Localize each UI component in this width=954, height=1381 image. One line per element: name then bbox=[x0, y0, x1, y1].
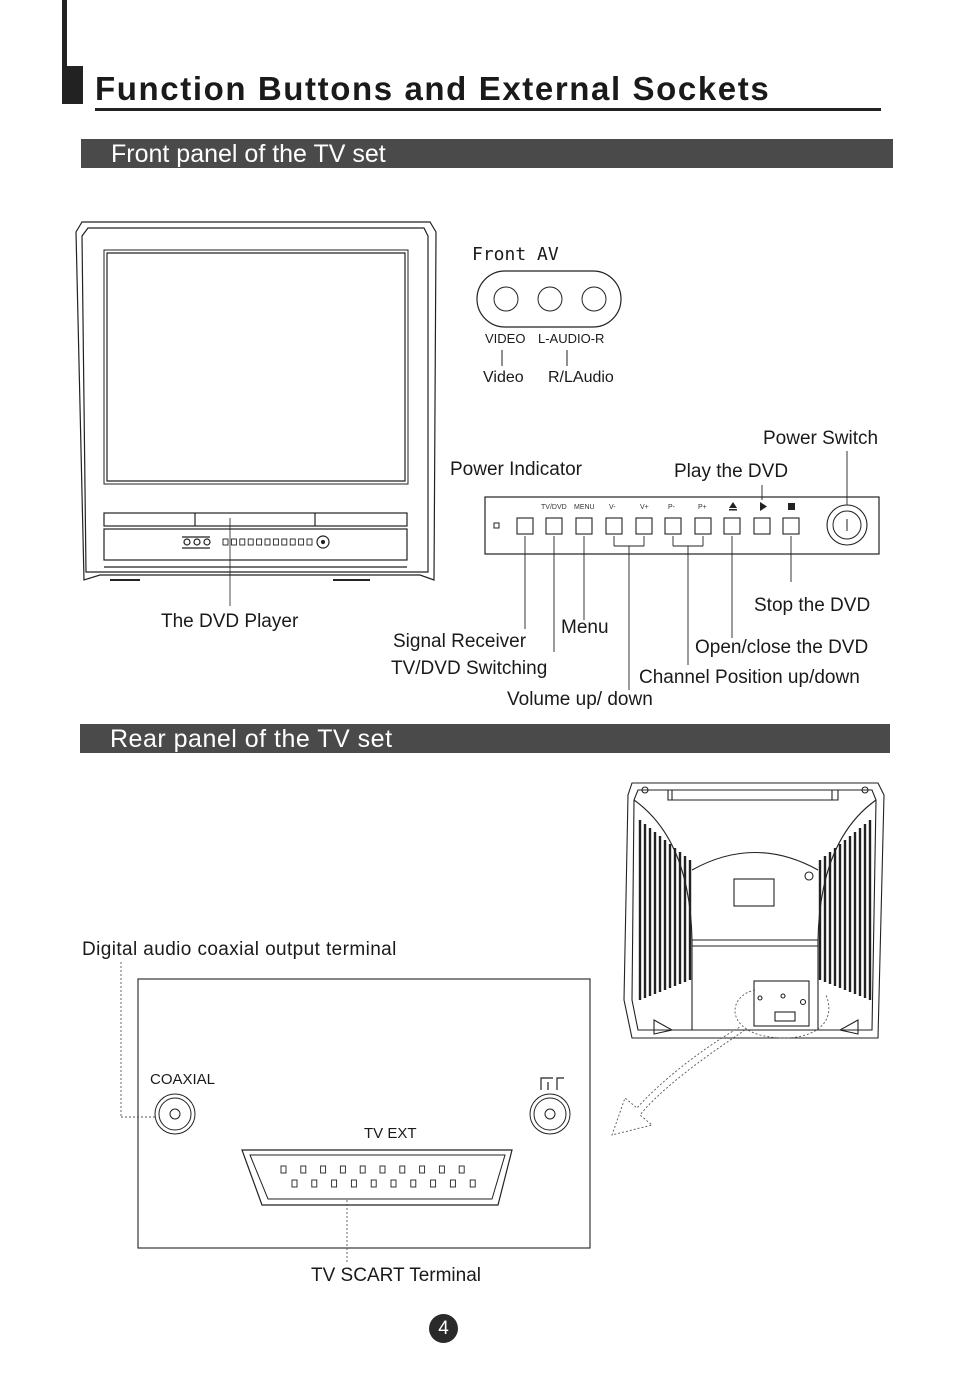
jack-label-audio: L-AUDIO-R bbox=[538, 331, 605, 346]
panel-button bbox=[782, 517, 800, 535]
tv-front-button bbox=[306, 538, 313, 546]
page-number: 4 bbox=[429, 1314, 458, 1343]
callout-open-close: Open/close the DVD bbox=[695, 637, 869, 658]
title-marker-block bbox=[62, 66, 83, 104]
scart-pin bbox=[430, 1179, 437, 1188]
tv-front-button bbox=[230, 538, 237, 546]
callout-digital-audio: Digital audio coaxial output terminal bbox=[82, 939, 397, 960]
scart-pin bbox=[320, 1165, 327, 1174]
panel-button bbox=[575, 517, 593, 535]
jack-label-coaxial: COAXIAL bbox=[150, 1071, 216, 1088]
tv-front-button bbox=[272, 538, 279, 546]
tv-front-button bbox=[239, 538, 246, 546]
scart-pin bbox=[469, 1179, 476, 1188]
scart-pin bbox=[438, 1165, 445, 1174]
tv-front-button bbox=[247, 538, 254, 546]
panel-label-ch-down: P- bbox=[668, 504, 675, 511]
panel-button bbox=[664, 517, 682, 535]
panel-label-menu: MENU bbox=[574, 504, 595, 511]
callout-play-dvd: Play the DVD bbox=[674, 461, 789, 482]
panel-label-ch-up: P+ bbox=[698, 504, 707, 511]
front-av-title: Front AV bbox=[472, 244, 559, 265]
scart-pin bbox=[311, 1179, 318, 1188]
tv-front-button bbox=[289, 538, 296, 546]
scart-pin bbox=[419, 1165, 426, 1174]
tv-front-button bbox=[298, 538, 305, 546]
panel-button bbox=[635, 517, 653, 535]
scart-pin bbox=[370, 1179, 377, 1188]
rear-panel-heading: Rear panel of the TV set bbox=[80, 724, 890, 753]
scart-pin bbox=[359, 1165, 366, 1174]
scart-pin bbox=[339, 1165, 346, 1174]
tv-front-button bbox=[281, 538, 288, 546]
callout-menu: Menu bbox=[561, 617, 609, 638]
tv-front-button bbox=[256, 538, 263, 546]
callout-stop-dvd: Stop the DVD bbox=[754, 595, 871, 616]
callout-tv-dvd-switching: TV/DVD Switching bbox=[391, 658, 548, 679]
scart-pin bbox=[379, 1165, 386, 1174]
scart-pin bbox=[350, 1179, 357, 1188]
callout-power-indicator: Power Indicator bbox=[450, 459, 583, 480]
panel-button bbox=[723, 517, 741, 535]
front-av-audio-label: R/LAudio bbox=[548, 369, 614, 386]
jack-label-video: VIDEO bbox=[485, 331, 526, 346]
front-av-video-label: Video bbox=[483, 369, 524, 386]
scart-pin bbox=[280, 1165, 287, 1174]
panel-button bbox=[545, 517, 563, 535]
title-marker-bar bbox=[62, 0, 67, 104]
callout-power-switch: Power Switch bbox=[763, 428, 879, 449]
panel-label-vol-up: V+ bbox=[640, 504, 649, 511]
callout-channel-position: Channel Position up/down bbox=[639, 667, 860, 688]
title-underline bbox=[95, 108, 881, 111]
scart-pin bbox=[399, 1165, 406, 1174]
callout-dvd-player: The DVD Player bbox=[161, 611, 299, 632]
scart-pin bbox=[300, 1165, 307, 1174]
tv-front-button bbox=[222, 538, 229, 546]
panel-button bbox=[694, 517, 712, 535]
panel-label-tvdvd: TV/DVD bbox=[541, 504, 567, 511]
front-panel-heading: Front panel of the TV set bbox=[81, 139, 893, 168]
scart-pin bbox=[458, 1165, 465, 1174]
scart-pin bbox=[331, 1179, 338, 1188]
scart-pin bbox=[291, 1179, 298, 1188]
callout-volume: Volume up/ down bbox=[507, 689, 653, 710]
callout-signal-receiver: Signal Receiver bbox=[393, 631, 527, 652]
jack-label-tv-ext: TV EXT bbox=[364, 1125, 417, 1142]
scart-pin bbox=[410, 1179, 417, 1188]
panel-label-vol-down: V- bbox=[609, 504, 616, 511]
panel-button bbox=[753, 517, 771, 535]
scart-pin bbox=[449, 1179, 456, 1188]
scart-pin bbox=[390, 1179, 397, 1188]
panel-button bbox=[605, 517, 623, 535]
tv-front-button bbox=[264, 538, 271, 546]
page-title: Function Buttons and External Sockets bbox=[95, 70, 771, 107]
callout-scart: TV SCART Terminal bbox=[311, 1265, 481, 1286]
